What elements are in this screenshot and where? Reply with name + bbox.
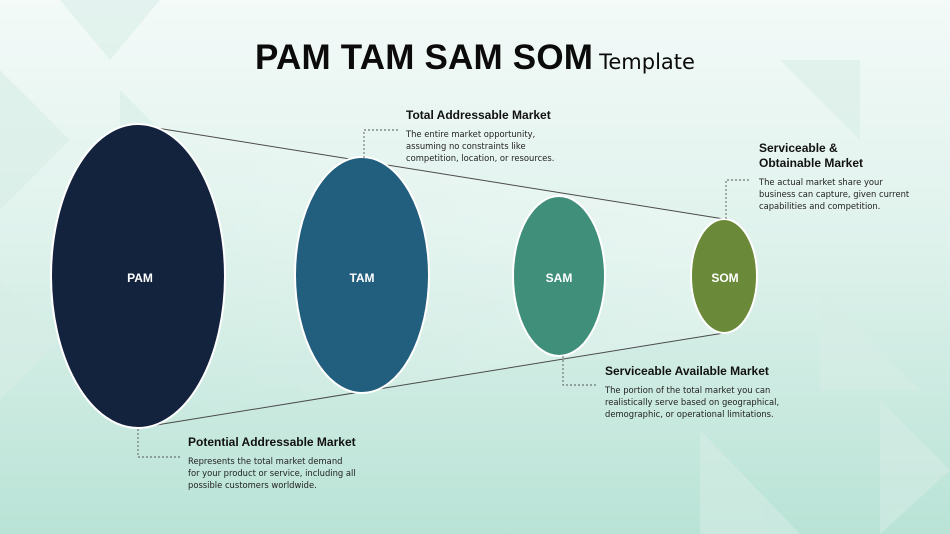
title-sub: Template <box>599 50 695 74</box>
sam-callout-line: The portion of the total market you can <box>605 385 771 395</box>
pam-callout-line: for your product or service, including a… <box>188 468 356 478</box>
tam-callout-line: assuming no constraints like <box>406 141 526 151</box>
funnel-top-edge <box>137 124 725 220</box>
som-ellipse <box>690 218 758 334</box>
tam-ellipse <box>294 156 430 394</box>
pam-callout: Potential Addressable Market Represents … <box>188 435 388 491</box>
sam-connector <box>562 356 597 386</box>
pam-callout-heading: Potential Addressable Market <box>188 435 356 449</box>
som-callout: Serviceable & Obtainable Market The actu… <box>759 141 939 212</box>
som-callout-line: The actual market share your <box>759 177 883 187</box>
pam-callout-line: Represents the total market demand <box>188 456 343 466</box>
tam-connector <box>363 129 398 158</box>
som-callout-heading: Serviceable & Obtainable Market <box>759 141 939 171</box>
sam-callout-line: realistically serve based on geographica… <box>605 397 780 407</box>
tam-label: TAM <box>349 271 374 285</box>
som-label: SOM <box>711 271 738 285</box>
som-connector <box>725 179 750 219</box>
pam-callout-text: Represents the total market demand for y… <box>188 455 388 491</box>
tam-callout-line: The entire market opportunity, <box>406 129 536 139</box>
sam-callout-line: demographic, or operational limitations. <box>605 409 774 419</box>
sam-ellipse <box>512 195 606 357</box>
sam-callout: Serviceable Available Market The portion… <box>605 364 805 420</box>
som-callout-heading-line: Serviceable & <box>759 141 838 155</box>
pam-connector <box>137 429 180 458</box>
tam-callout: Total Addressable Market The entire mark… <box>406 108 606 164</box>
som-callout-text: The actual market share your business ca… <box>759 176 939 212</box>
funnel-cone-fill <box>138 125 724 428</box>
tam-callout-text: The entire market opportunity, assuming … <box>406 128 606 164</box>
sam-callout-text: The portion of the total market you can … <box>605 384 805 420</box>
pam-callout-line: possible customers worldwide. <box>188 480 317 490</box>
tam-callout-heading: Total Addressable Market <box>406 108 551 122</box>
title-main: PAM TAM SAM SOM <box>255 38 594 77</box>
funnel-bottom-edge <box>137 332 725 429</box>
som-callout-heading-line: Obtainable Market <box>759 156 864 170</box>
sam-label: SAM <box>546 271 573 285</box>
pam-label: PAM <box>127 271 153 285</box>
som-callout-line: capabilities and competition. <box>759 201 881 211</box>
pam-ellipse <box>50 123 226 429</box>
sam-callout-heading: Serviceable Available Market <box>605 364 769 378</box>
tam-callout-line: competition, location, or resources. <box>406 153 555 163</box>
som-callout-line: business can capture, given current <box>759 189 910 199</box>
